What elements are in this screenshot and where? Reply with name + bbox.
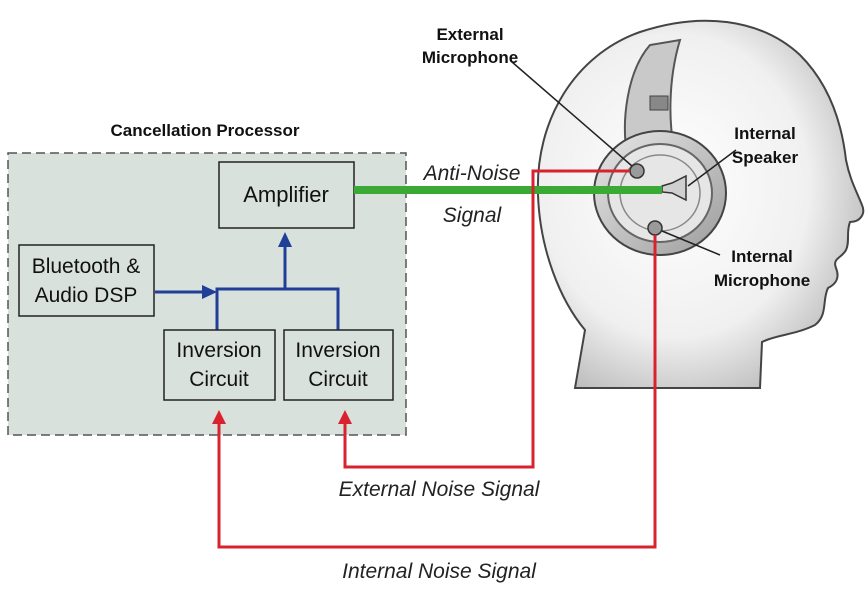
arrow-to-amplifier <box>278 232 292 247</box>
inversion-2-line-1: Inversion <box>295 339 380 362</box>
arrow-to-inversion-2 <box>338 410 352 424</box>
external-microphone-icon <box>629 163 645 179</box>
dsp-label-line-1: Bluetooth & <box>32 255 141 278</box>
internal-speaker-label-line-2: Speaker <box>732 148 799 167</box>
internal-noise-signal-line <box>217 235 657 549</box>
inversion-circuit-box-1: Inversion Circuit <box>163 329 276 401</box>
internal-mic-label-line-1: Internal <box>731 247 792 266</box>
arrow-to-inversion-1 <box>212 410 226 424</box>
bluetooth-dsp-box: Bluetooth & Audio DSP <box>18 244 155 317</box>
dsp-label-line-2: Audio DSP <box>35 284 138 307</box>
internal-speaker-label-line-1: Internal <box>734 124 795 143</box>
callout-lines <box>511 61 737 256</box>
internal-signal-bus <box>155 245 340 330</box>
external-mic-label-line-2: Microphone <box>422 48 518 67</box>
external-noise-signal-line <box>343 169 630 469</box>
processor-title: Cancellation Processor <box>111 121 300 140</box>
inversion-1-line-2: Circuit <box>189 368 249 391</box>
external-mic-label-line-1: External <box>436 25 503 44</box>
inversion-circuit-box-2: Inversion Circuit <box>283 329 394 401</box>
arrow-from-dsp <box>202 285 217 299</box>
external-noise-label: External Noise Signal <box>339 478 541 501</box>
amplifier-label: Amplifier <box>243 182 329 207</box>
amplifier-box: Amplifier <box>218 161 355 229</box>
anti-noise-label-line-1: Anti-Noise <box>422 162 521 185</box>
anti-noise-label-line-2: Signal <box>443 204 503 227</box>
head-illustration <box>536 19 865 389</box>
inversion-2-line-2: Circuit <box>308 368 368 391</box>
inversion-1-line-1: Inversion <box>176 339 261 362</box>
internal-mic-label-line-2: Microphone <box>714 271 810 290</box>
internal-noise-label: Internal Noise Signal <box>342 560 537 583</box>
internal-microphone-icon <box>647 220 663 236</box>
